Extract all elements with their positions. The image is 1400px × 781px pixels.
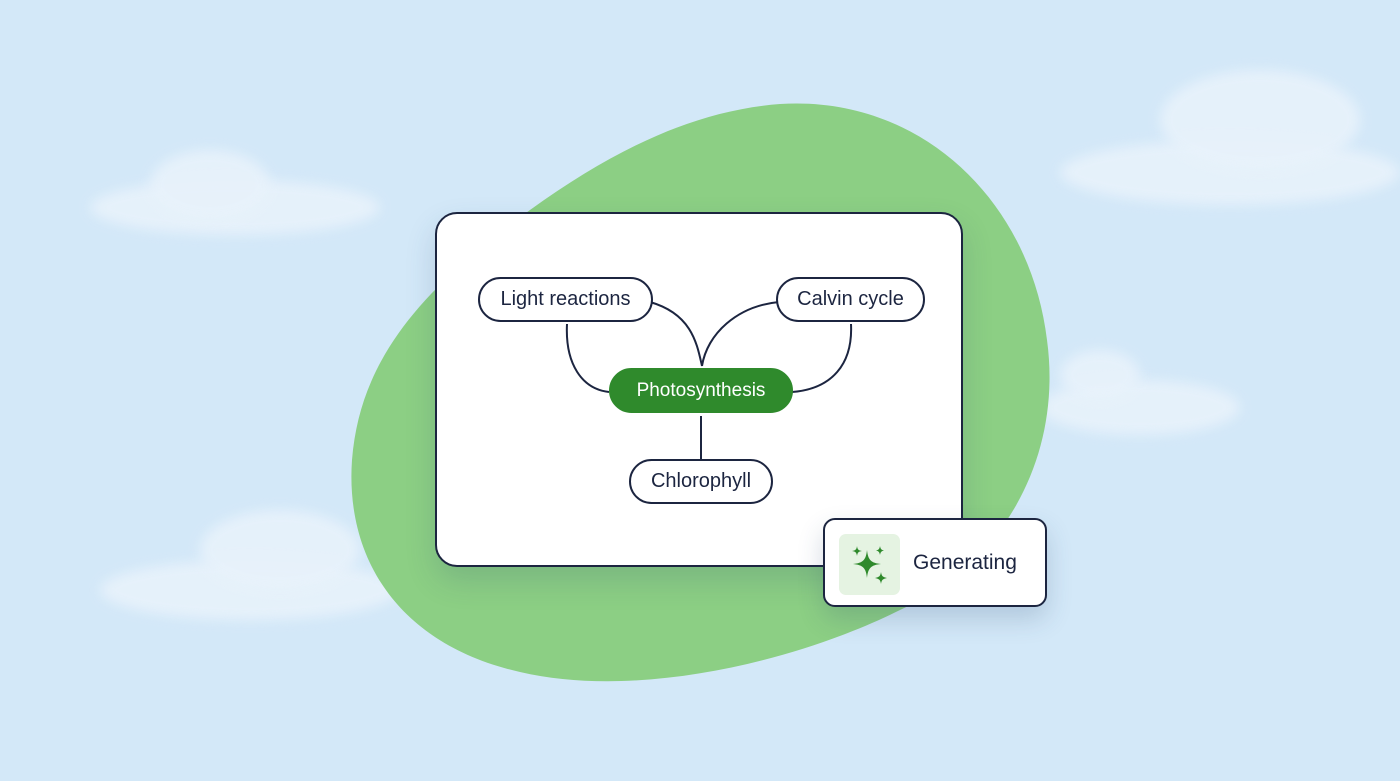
connector-light-reactions-lower — [565, 323, 610, 393]
generating-label: Generating — [913, 551, 1017, 574]
mindmap-card: Light reactions Calvin cycle Photosynthe… — [435, 212, 963, 567]
node-chlorophyll[interactable]: Chlorophyll — [629, 459, 773, 504]
node-light-reactions[interactable]: Light reactions — [478, 277, 653, 322]
connector-lines — [565, 301, 853, 460]
sparkles-icon — [839, 534, 900, 595]
generating-status: Generating — [823, 518, 1047, 607]
cloud — [200, 510, 360, 590]
cloud — [1060, 350, 1140, 400]
connector-calvin-cycle-lower — [791, 323, 853, 393]
node-photosynthesis[interactable]: Photosynthesis — [609, 368, 793, 413]
connector-calvin-cycle — [701, 301, 780, 367]
node-calvin-cycle[interactable]: Calvin cycle — [776, 277, 925, 322]
cloud — [150, 150, 270, 220]
connector-light-reactions — [649, 301, 703, 367]
cloud — [1160, 70, 1360, 170]
